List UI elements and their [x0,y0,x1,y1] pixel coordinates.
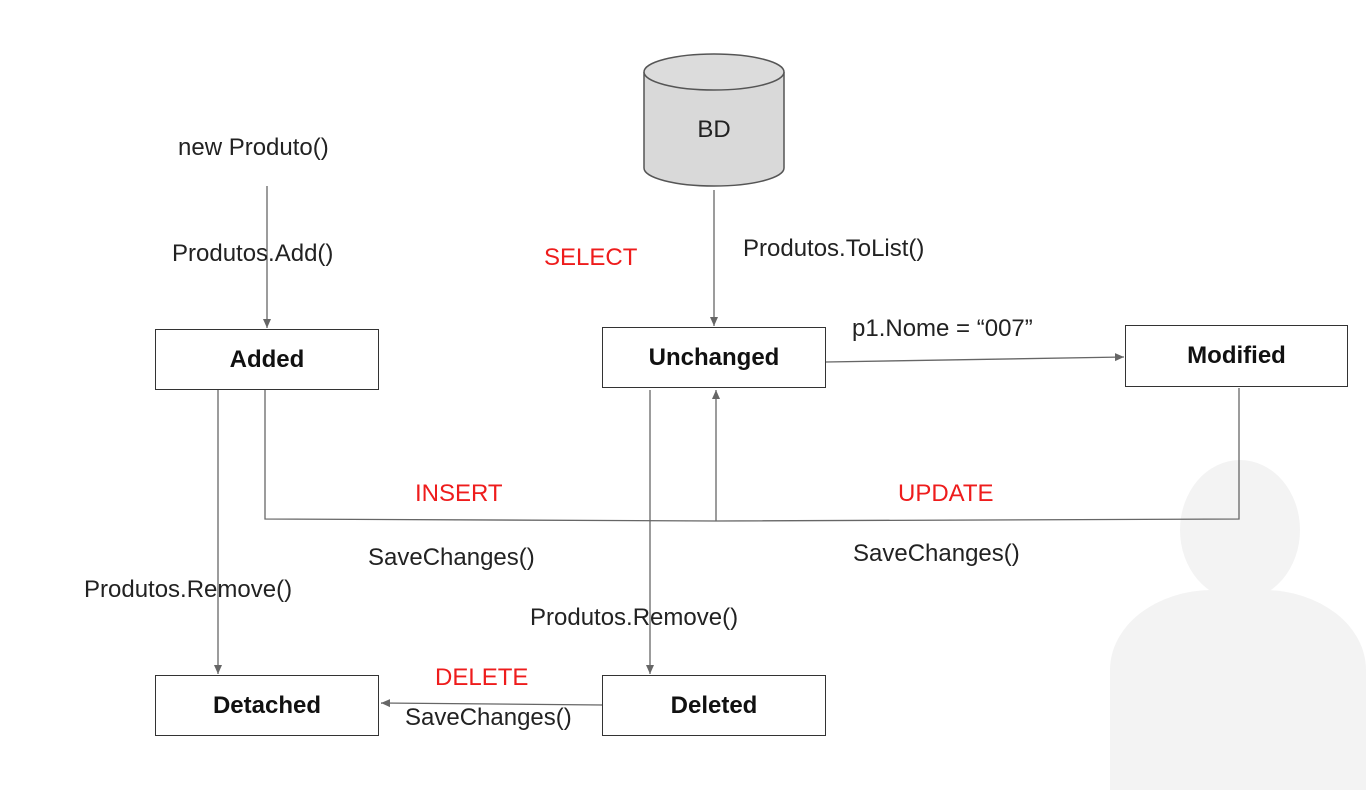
database-cylinder [643,53,785,187]
label-insert: INSERT [415,480,503,507]
label-produtos-remove-center: Produtos.Remove() [530,604,739,631]
label-produtos-remove-left: Produtos.Remove() [84,576,293,603]
label-produtos-tolist: Produtos.ToList() [743,235,925,262]
label-select: SELECT [544,244,638,271]
label-new-produto: new Produto() [178,134,329,161]
line-added-insert [264,390,717,522]
state-modified: Modified [1125,325,1348,387]
label-p1-nome: p1.Nome = “007” [852,315,1033,342]
database-label: BD [697,116,731,143]
label-savechanges-delete: SaveChanges() [405,704,572,731]
label-update: UPDATE [898,480,994,507]
label-produtos-add: Produtos.Add() [172,240,334,267]
background-silhouette [1180,460,1300,600]
label-savechanges-insert: SaveChanges() [368,544,535,571]
background-silhouette-body [1110,590,1366,790]
line-modified-update [715,388,1240,522]
label-savechanges-update: SaveChanges() [853,540,1020,567]
state-unchanged: Unchanged [602,327,826,388]
state-detached: Detached [155,675,379,736]
state-added: Added [155,329,379,390]
arrow-deleted-to-detached [380,699,604,708]
state-deleted: Deleted [602,675,826,736]
label-delete: DELETE [435,664,529,691]
arrow-unchanged-to-modified [825,353,1125,363]
state-diagram [214,53,1240,708]
